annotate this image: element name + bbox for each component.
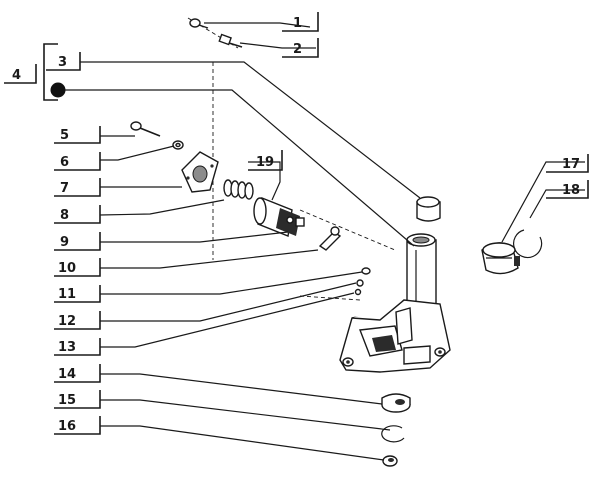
leader-lines — [60, 22, 585, 461]
callout-15: 15 — [58, 393, 76, 408]
callout-5: 5 — [60, 128, 69, 143]
callout-1: 1 — [293, 16, 302, 31]
callout-numbers: 1 2 3 4 5 6 7 8 9 10 11 12 13 14 15 16 1… — [12, 16, 580, 434]
part-17-clamp — [481, 242, 520, 275]
callout-8: 8 — [60, 208, 69, 223]
callout-18: 18 — [562, 183, 580, 198]
part-2-bolt — [218, 33, 243, 48]
callout-16: 16 — [58, 419, 76, 434]
part-12-ball — [356, 279, 364, 287]
part-14-seal — [381, 393, 411, 413]
callout-9: 9 — [60, 235, 69, 250]
part-6-washer — [172, 140, 184, 150]
part-5-bolt — [130, 121, 161, 137]
callout-14: 14 — [58, 367, 76, 382]
part-18-ring — [513, 229, 543, 259]
callout-11: 11 — [58, 287, 76, 302]
part-15-circlip — [381, 425, 405, 443]
part-1-screw — [189, 18, 209, 29]
part-7-flange — [181, 151, 219, 193]
callout-17: 17 — [562, 157, 580, 172]
part-10-key — [318, 226, 342, 251]
callout-4: 4 — [12, 68, 21, 83]
part-4-pump-body — [339, 233, 451, 373]
part-8-spring — [223, 179, 254, 200]
callout-brackets — [4, 12, 589, 435]
callout-2: 2 — [293, 42, 302, 57]
part-9-plunger — [253, 197, 305, 237]
part-11-washer — [361, 267, 371, 275]
callout-6: 6 — [60, 155, 69, 170]
callout-13: 13 — [58, 340, 76, 355]
part-3-cap — [416, 196, 441, 222]
callout-10: 10 — [58, 261, 76, 276]
part-16-nut — [382, 455, 398, 467]
callout-7: 7 — [60, 181, 69, 196]
part-13-pin — [354, 288, 362, 296]
assembly-axis-lines — [187, 17, 396, 301]
callout-12: 12 — [58, 314, 76, 329]
callout-3: 3 — [58, 55, 67, 70]
callout-19: 19 — [256, 155, 274, 170]
assembly-dot-marker — [50, 82, 66, 98]
